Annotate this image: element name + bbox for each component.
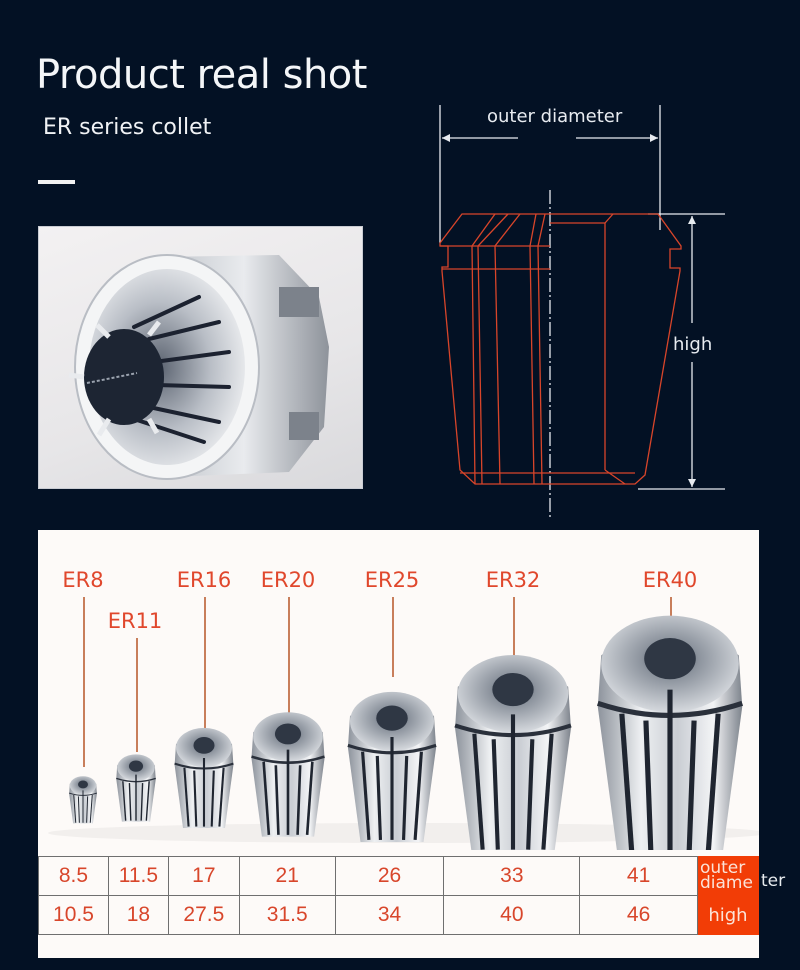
spec-table: 8.5 11.5 17 21 26 33 41 outer diame 10.5… [38,856,760,935]
collet-sizes-panel: ER8 ER11 ER16 ER20 ER25 ER32 ER40 [38,530,760,958]
row-label-outer-overflow: ter [761,871,786,891]
model-label-er16: ER16 [176,568,232,592]
title-divider [38,180,75,184]
cell-er25-outer-diameter: 26 [334,856,445,896]
cell-er40-high: 46 [579,895,698,935]
cell-er8-outer-diameter: 8.5 [38,856,109,896]
row-label-outer-line2: diame [699,873,753,893]
cell-er11-outer-diameter: 11.5 [107,856,169,896]
page-title: Product real shot [36,52,367,98]
cell-er11-high: 18 [107,895,169,935]
cell-er20-outer-diameter: 21 [238,856,336,896]
cell-er25-high: 34 [334,895,445,935]
model-label-er20: ER20 [260,568,316,592]
outer-diameter-label: outer diameter [487,106,623,127]
cell-er20-high: 31.5 [238,895,336,935]
row-label-outer-line1: outer [699,858,746,878]
cell-er16-high: 27.5 [167,895,240,935]
row-label-outer-diameter: outer diame [696,856,760,896]
product-photo [38,226,363,489]
row-label-high: high [696,895,760,935]
model-label-er11: ER11 [107,609,163,633]
cell-er40-outer-diameter: 41 [579,856,698,896]
height-label: high [673,334,713,355]
cell-er8-high: 10.5 [38,895,109,935]
table-row-outer-diameter: 8.5 11.5 17 21 26 33 41 outer diame [38,856,760,896]
model-label-er40: ER40 [642,568,698,592]
cell-er32-outer-diameter: 33 [443,856,581,896]
leader-line-er16 [204,597,206,737]
collet-lineup-image [48,530,759,850]
leader-line-er8 [83,597,85,767]
leader-line-er25 [392,597,394,677]
page-subtitle: ER series collet [43,115,212,140]
model-label-er25: ER25 [364,568,420,592]
leader-line-er20 [288,597,290,719]
model-label-er8: ER8 [62,568,104,592]
model-label-er32: ER32 [485,568,541,592]
table-row-high: 10.5 18 27.5 31.5 34 40 46 high [38,895,760,935]
cell-er16-outer-diameter: 17 [167,856,240,896]
leader-line-er11 [136,638,138,752]
collet-dimension-diagram [420,95,750,525]
leader-line-er32 [513,597,515,659]
cell-er32-high: 40 [443,895,581,935]
